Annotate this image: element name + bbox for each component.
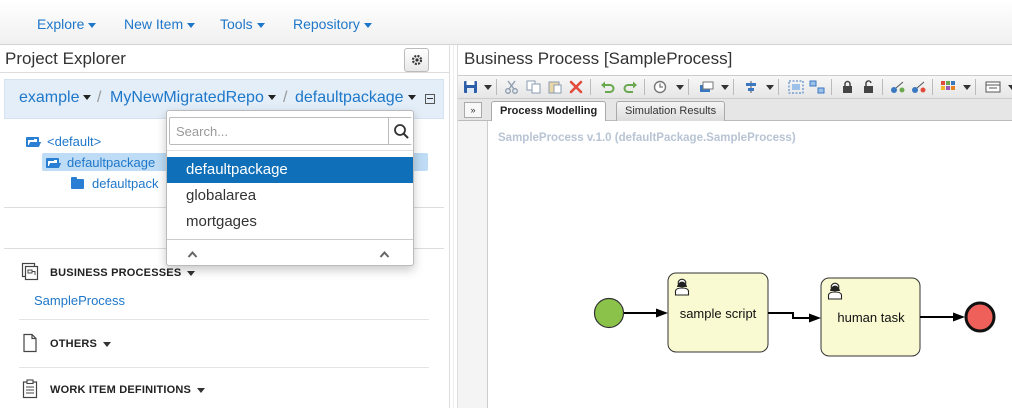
section-others[interactable]: OTHERS xyxy=(19,333,429,356)
chevron-down-icon[interactable] xyxy=(766,85,774,90)
chevron-down-icon[interactable] xyxy=(676,85,684,90)
cut-icon[interactable] xyxy=(504,80,520,94)
folder-open-icon xyxy=(46,158,59,168)
panel-splitter[interactable] xyxy=(449,45,458,408)
divider xyxy=(19,319,429,320)
chevron-down-icon xyxy=(83,95,92,101)
package-search-input[interactable] xyxy=(170,118,387,144)
chevron-down-icon xyxy=(256,22,265,28)
paste-icon[interactable] xyxy=(547,80,563,94)
package-option-defaultpackage[interactable]: defaultpackage xyxy=(167,157,413,183)
start-event[interactable] xyxy=(593,297,625,329)
lock-icon[interactable] xyxy=(840,80,856,94)
task-label: sample script xyxy=(680,306,757,321)
gear-icon xyxy=(411,54,422,66)
save-icon[interactable] xyxy=(463,80,479,94)
tree-item-default[interactable]: <default> xyxy=(26,134,101,149)
clock-icon[interactable] xyxy=(653,80,669,94)
chevron-down-icon xyxy=(267,95,276,101)
tree-item-defaultpack[interactable]: defaultpack xyxy=(71,176,159,191)
editor-title: Business Process [SampleProcess] xyxy=(464,49,733,68)
group-icon[interactable] xyxy=(788,80,804,94)
shape-style-icon[interactable] xyxy=(698,80,714,94)
package-option-globalarea[interactable]: globalarea xyxy=(186,187,257,204)
canvas-title: SampleProcess v.1.0 (defaultPackage.Samp… xyxy=(498,132,796,144)
clipboard-icon xyxy=(22,379,38,399)
chevron-down-icon xyxy=(88,22,97,28)
menu-tools[interactable]: Tools xyxy=(220,16,265,32)
tab-process-modelling[interactable]: Process Modelling xyxy=(491,101,607,121)
chevron-down-icon xyxy=(407,95,416,101)
chevron-up-icon[interactable] xyxy=(379,249,390,260)
designer-toolbar xyxy=(458,75,1012,99)
search-button[interactable] xyxy=(388,118,412,144)
ungroup-icon[interactable] xyxy=(809,80,825,94)
remove-connector-icon[interactable] xyxy=(911,80,927,94)
panel-title: Project Explorer xyxy=(5,49,126,68)
package-dropdown-menu: defaultpackage globalarea mortgages xyxy=(166,110,414,266)
process-canvas[interactable]: SampleProcess v.1.0 (defaultPackage.Samp… xyxy=(488,121,1012,408)
section-work-item-definitions[interactable]: WORK ITEM DEFINITIONS xyxy=(19,379,429,402)
arrowhead xyxy=(953,312,965,322)
package-search-box xyxy=(169,117,412,145)
search-icon xyxy=(394,124,409,139)
package-option-mortgages[interactable]: mortgages xyxy=(186,213,257,230)
add-connector-icon[interactable] xyxy=(890,80,906,94)
breadcrumb-separator: / xyxy=(283,89,288,106)
section-business-processes[interactable]: BUSINESS PROCESSES xyxy=(19,262,429,285)
end-event[interactable] xyxy=(964,301,996,333)
tab-simulation-results[interactable]: Simulation Results xyxy=(616,101,726,121)
delete-icon[interactable] xyxy=(568,80,584,94)
breadcrumb-organization[interactable]: example xyxy=(19,89,92,107)
unlock-icon[interactable] xyxy=(861,80,877,94)
color-palette-icon[interactable] xyxy=(940,80,956,94)
arrowhead xyxy=(809,313,821,323)
chevron-down-icon xyxy=(187,270,196,276)
folder-open-icon xyxy=(26,137,39,147)
process-link-sampleprocess[interactable]: SampleProcess xyxy=(34,293,126,308)
business-process-editor: Business Process [SampleProcess] xyxy=(458,45,1012,408)
divider xyxy=(19,367,429,368)
chevron-down-icon xyxy=(187,22,196,28)
breadcrumb-repository[interactable]: MyNewMigratedRepo xyxy=(110,89,276,107)
asset-sections: BUSINESS PROCESSES SampleProcess OTHERS … xyxy=(4,248,444,408)
undo-icon[interactable] xyxy=(600,80,616,94)
editor-tab-strip: » Process Modelling Simulation Results xyxy=(458,99,1012,121)
chevron-down-icon[interactable] xyxy=(963,85,971,90)
project-explorer-header: Project Explorer xyxy=(0,45,449,73)
menu-new-item[interactable]: New Item xyxy=(124,16,196,32)
align-icon[interactable] xyxy=(743,80,759,94)
user-icon xyxy=(674,278,690,296)
user-icon xyxy=(827,282,843,300)
chevron-down-icon xyxy=(197,387,206,393)
chevron-down-icon xyxy=(363,22,372,28)
chevron-up-icon[interactable] xyxy=(187,249,198,260)
copy-icon[interactable] xyxy=(526,80,542,94)
chevron-down-icon[interactable] xyxy=(484,85,492,90)
palette-strip xyxy=(458,121,488,408)
top-menu-bar: Explore New Item Tools Repository xyxy=(0,0,1012,45)
expand-palette-button[interactable]: » xyxy=(464,102,482,118)
breadcrumb-package[interactable]: defaultpackage xyxy=(295,89,416,107)
arrowhead xyxy=(656,308,668,318)
task-label: human task xyxy=(837,310,905,325)
redo-icon[interactable] xyxy=(622,80,638,94)
divider xyxy=(167,150,413,151)
process-diagram: sample script human task xyxy=(593,272,996,357)
business-processes-icon xyxy=(21,262,39,281)
document-icon xyxy=(23,333,37,353)
menu-repository[interactable]: Repository xyxy=(293,16,372,32)
chevron-down-icon[interactable] xyxy=(721,85,729,90)
breadcrumb-separator: / xyxy=(97,89,102,106)
menu-explore[interactable]: Explore xyxy=(37,16,97,32)
dropdown-pager xyxy=(167,239,413,266)
collapse-icon[interactable] xyxy=(425,94,435,104)
folder-icon xyxy=(71,177,84,189)
settings-button[interactable] xyxy=(404,48,429,72)
chevron-down-icon xyxy=(103,341,112,347)
sequence-flow[interactable] xyxy=(768,312,811,319)
view-options-icon[interactable] xyxy=(985,80,1001,94)
chevron-down-icon[interactable] xyxy=(1008,85,1012,90)
